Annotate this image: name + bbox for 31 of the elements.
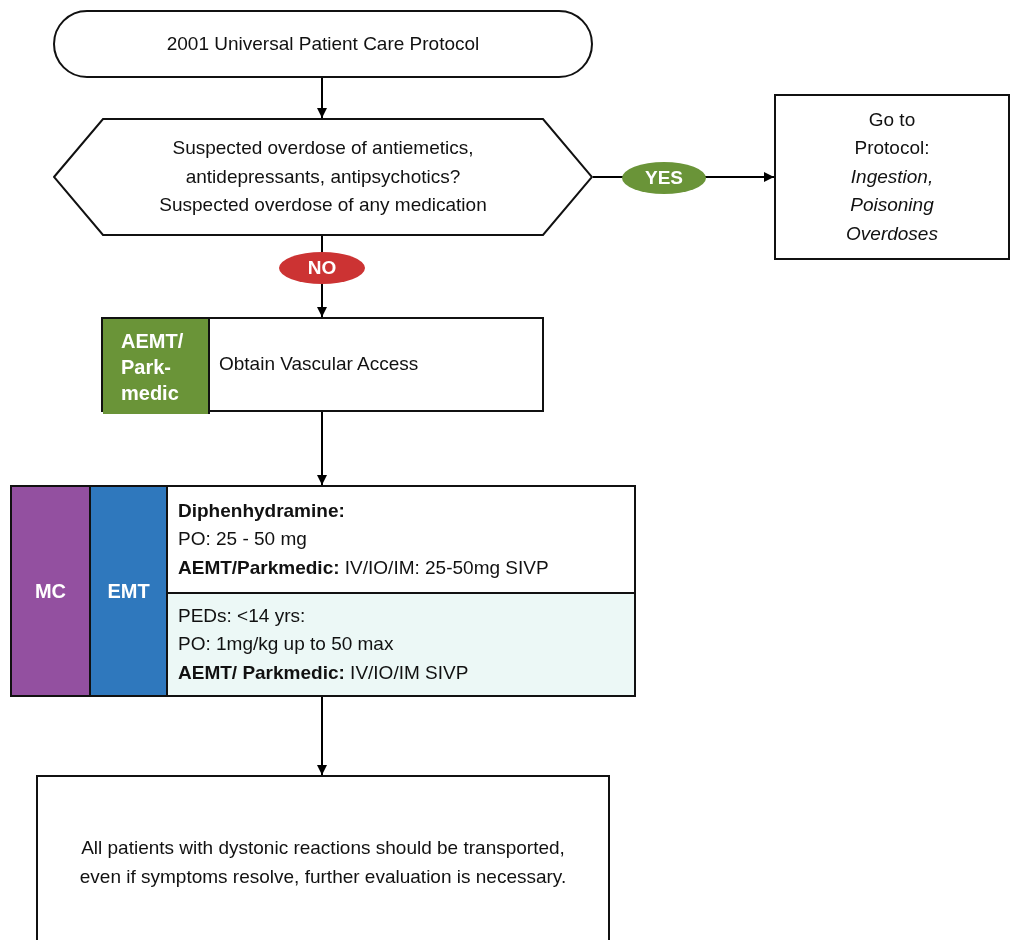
arrow <box>317 696 327 776</box>
treatment-box <box>10 485 636 697</box>
node-text: AEMT/Parkmedic: IV/IO/IM: 25-50mg SIVP <box>178 555 549 580</box>
node-text: AEMT/ Parkmedic: IV/IO/IM SIVP <box>178 660 469 685</box>
node-text: MC <box>34 579 67 604</box>
node-text: All patients with dystonic reactions should be transported, even if symptoms resolve, further evaluation is necessary. <box>78 836 568 889</box>
decision-hexagon <box>53 118 593 236</box>
node-text: Diphenhydramine: <box>178 498 345 523</box>
node-text: Obtain Vascular Access <box>219 352 419 377</box>
node-text: PO: 1mg/kg up to 50 max <box>178 632 394 657</box>
node-text: AEMT/ Park- medic <box>121 328 181 406</box>
node-text: PO: 25 - 50 mg <box>178 527 307 552</box>
edge-label: YES <box>622 162 706 194</box>
note-box <box>36 775 610 940</box>
dosage-section <box>168 592 634 695</box>
node-text: Go to Protocol: <box>853 107 931 161</box>
node-text: PEDs: <14 yrs: <box>178 603 306 628</box>
node-text: 2001 Universal Patient Care Protocol <box>166 31 480 56</box>
node-text: EMT <box>107 579 150 604</box>
arrow <box>317 411 327 486</box>
edge-label: NO <box>279 252 365 284</box>
process-box <box>101 317 544 412</box>
role-tab <box>103 319 210 414</box>
arrow <box>317 77 327 119</box>
role-tab <box>12 487 91 695</box>
node-text: Suspected overdose of any medication <box>159 193 487 218</box>
node-text: Suspected overdose of antiemetics, antidepressants, antipsychotics? <box>171 136 475 189</box>
process-box <box>774 94 1010 260</box>
role-tab <box>91 487 168 695</box>
start-terminator <box>53 10 593 78</box>
node-text: Ingestion, Poisoning Overdoses <box>845 164 939 246</box>
